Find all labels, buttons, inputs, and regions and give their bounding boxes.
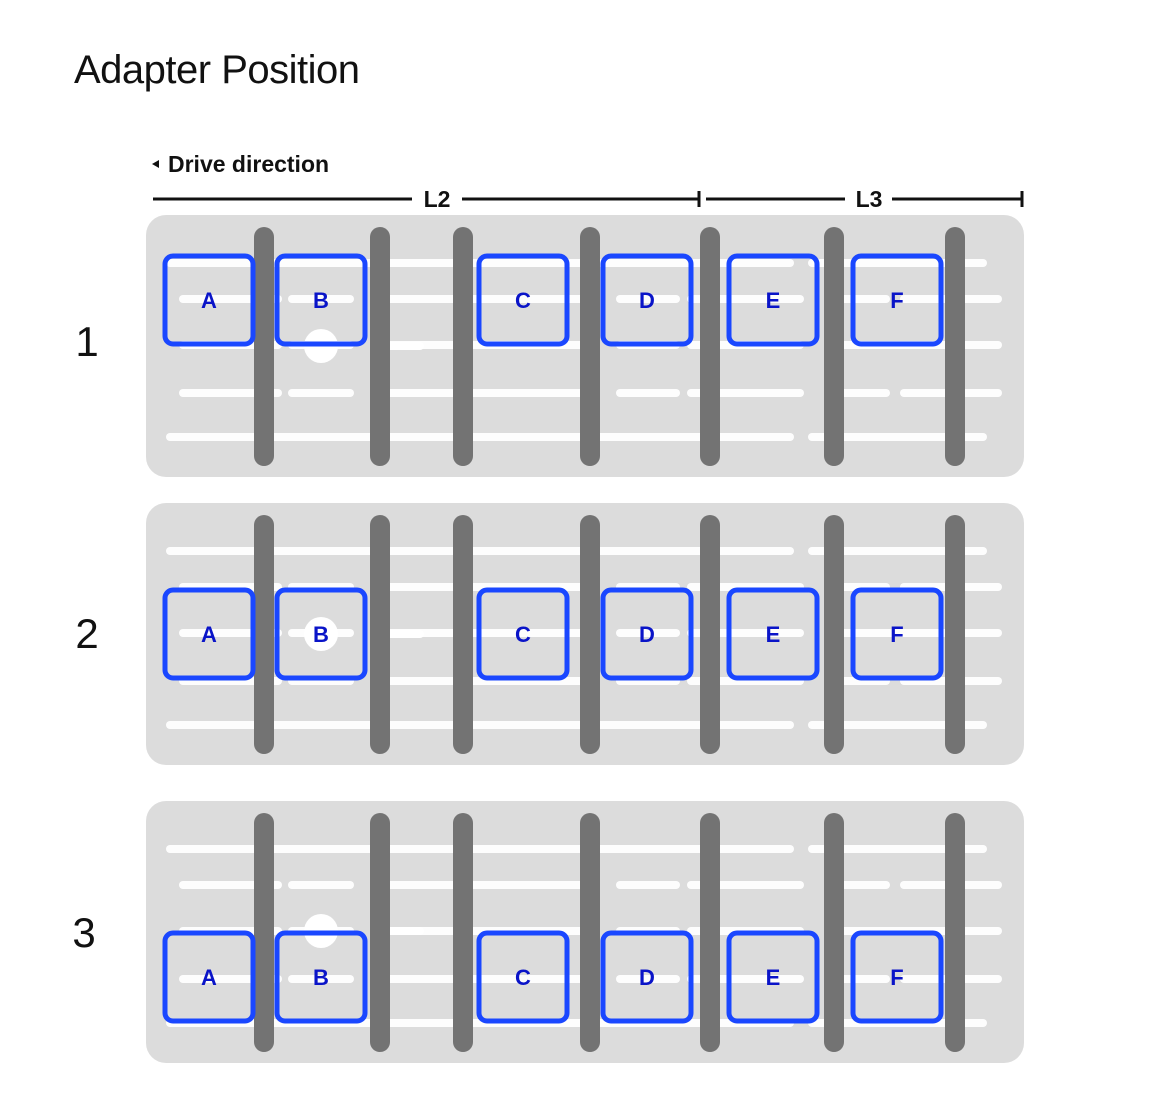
rail: [370, 227, 390, 466]
adapter-label: E: [766, 965, 781, 990]
adapter-label: E: [766, 622, 781, 647]
adapter-label: B: [313, 622, 329, 647]
rails: [254, 813, 965, 1052]
rail: [700, 227, 720, 466]
drive-direction-label: Drive direction: [168, 151, 329, 177]
position-label: 2: [75, 610, 98, 657]
adapter-label: A: [201, 288, 217, 313]
adapter-label: C: [515, 965, 531, 990]
adapter-label: F: [890, 622, 903, 647]
adapter-c: C: [476, 930, 570, 1024]
segment-label-l2: L2: [424, 186, 451, 212]
segment-label-l3: L3: [856, 186, 883, 212]
position-panel-3: A B C D E F: [146, 801, 1024, 1063]
rail: [824, 515, 844, 754]
adapter-label: A: [201, 965, 217, 990]
adapter-a: A: [162, 930, 256, 1024]
adapter-a: A: [162, 253, 256, 347]
adapter-a: A: [162, 587, 256, 681]
adapter-b: B: [274, 253, 368, 347]
position-panels: A B C D E F A B C D E F A B C D E F: [146, 215, 1024, 1063]
adapter-e: E: [726, 587, 820, 681]
adapter-box: [274, 587, 368, 681]
adapter-label: E: [766, 288, 781, 313]
adapter-label: A: [201, 622, 217, 647]
adapter-label: B: [313, 965, 329, 990]
rail: [945, 813, 965, 1052]
rail: [254, 227, 274, 466]
rail: [580, 515, 600, 754]
adapter-b: B: [274, 930, 368, 1024]
rail: [453, 515, 473, 754]
adapter-box: [850, 587, 944, 681]
adapter-box: [600, 587, 694, 681]
rail: [945, 515, 965, 754]
adapter-box: [274, 253, 368, 347]
page-title: Adapter Position: [74, 48, 360, 92]
adapter-label: F: [890, 288, 903, 313]
rail: [370, 813, 390, 1052]
adapter-label: B: [313, 288, 329, 313]
adapter-box: [162, 930, 256, 1024]
position-panel-1: A B C D E F: [146, 215, 1024, 477]
position-label: 3: [72, 909, 95, 956]
adapter-box: [274, 930, 368, 1024]
position-label: 1: [75, 318, 98, 365]
position-marker: [304, 617, 338, 651]
adapter-e: E: [726, 930, 820, 1024]
adapter-box: [850, 930, 944, 1024]
adapter-c: C: [476, 253, 570, 347]
adapter-box: [600, 930, 694, 1024]
adapter-box: [476, 587, 570, 681]
position-panel-2: A B C D E F: [146, 503, 1024, 765]
adapter-label: F: [890, 965, 903, 990]
rail: [945, 227, 965, 466]
adapter-c: C: [476, 587, 570, 681]
rail: [824, 227, 844, 466]
adapter-box: [476, 253, 570, 347]
adapter-label: C: [515, 622, 531, 647]
adapter-f: F: [850, 253, 944, 347]
adapter-f: F: [850, 587, 944, 681]
rail: [700, 515, 720, 754]
adapter-e: E: [726, 253, 820, 347]
adapter-label: C: [515, 288, 531, 313]
adapter-box: [600, 253, 694, 347]
segment-dimension-lines: [153, 191, 1024, 207]
rail: [254, 515, 274, 754]
adapter-box: [726, 253, 820, 347]
adapter-box: [162, 587, 256, 681]
rails: [254, 515, 965, 754]
adapter-label: D: [639, 288, 655, 313]
triangle-left-icon: [152, 160, 159, 168]
rail: [700, 813, 720, 1052]
rail: [580, 813, 600, 1052]
adapter-box: [476, 930, 570, 1024]
adapter-label: D: [639, 965, 655, 990]
adapter-label: D: [639, 622, 655, 647]
adapter-d: D: [600, 253, 694, 347]
rail: [824, 813, 844, 1052]
rail: [580, 227, 600, 466]
adapter-box: [850, 253, 944, 347]
rail: [453, 227, 473, 466]
adapter-d: D: [600, 930, 694, 1024]
rails: [254, 227, 965, 466]
adapter-f: F: [850, 930, 944, 1024]
adapter-box: [162, 253, 256, 347]
adapter-box: [726, 930, 820, 1024]
rail: [254, 813, 274, 1052]
drive-direction: Drive direction: [152, 151, 329, 177]
adapter-d: D: [600, 587, 694, 681]
adapter-b: B: [274, 587, 368, 681]
adapter-box: [726, 587, 820, 681]
rail: [370, 515, 390, 754]
rail: [453, 813, 473, 1052]
